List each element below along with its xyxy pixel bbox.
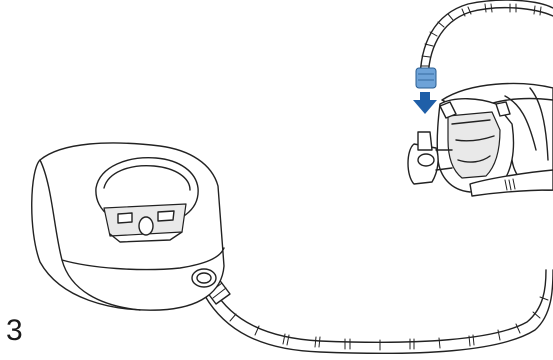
device-dial <box>139 217 153 235</box>
step-number: 3 <box>6 316 23 346</box>
cpap-device <box>32 143 224 310</box>
device-button-left <box>118 213 132 223</box>
device-air-outlet <box>192 269 216 287</box>
tube-ribs-upper <box>421 4 541 66</box>
down-arrow-icon <box>413 92 437 114</box>
tube-cuff-connector <box>416 68 436 88</box>
device-button-right <box>158 211 174 221</box>
